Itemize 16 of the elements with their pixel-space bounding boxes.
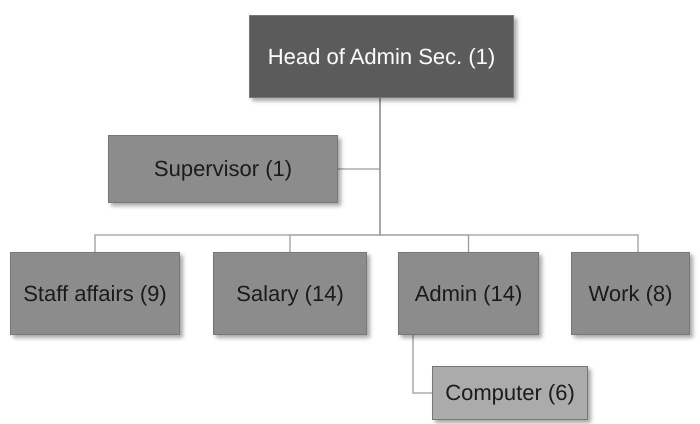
position-label: Supervisor (1) <box>154 157 292 181</box>
position-box <box>432 366 588 420</box>
position-label: Work (8) <box>588 282 672 306</box>
position-label: Head of Admin Sec. (1) <box>268 44 496 68</box>
position-box <box>10 252 180 335</box>
head-box <box>249 15 514 98</box>
position-label: Salary (14) <box>236 282 344 306</box>
position-box <box>398 252 539 335</box>
position-label: Staff affairs (9) <box>23 282 167 306</box>
connector-line <box>379 98 639 252</box>
connector-line <box>412 335 432 394</box>
position-box <box>571 252 690 335</box>
position-label: Computer (6) <box>445 381 575 405</box>
position-label: Admin (14) <box>414 282 522 306</box>
position-box <box>213 252 367 335</box>
position-box <box>108 135 338 203</box>
